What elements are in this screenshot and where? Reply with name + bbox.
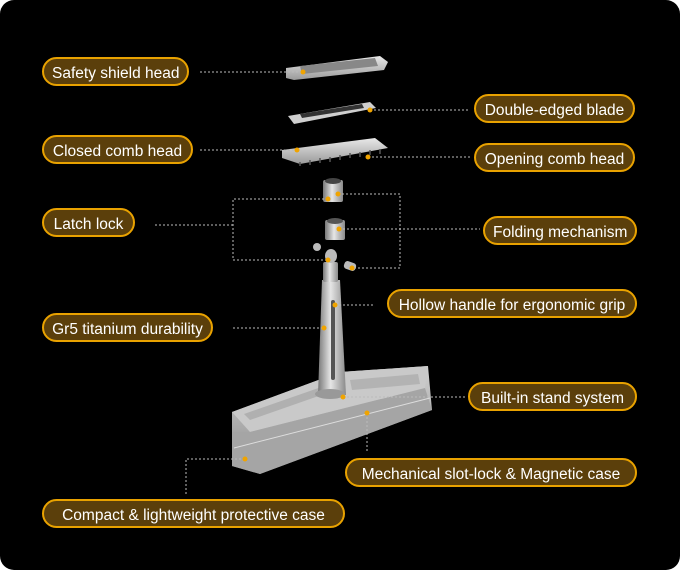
label-safety-shield-head: Safety shield head <box>42 57 189 86</box>
label-folding-mechanism: Folding mechanism <box>483 216 637 245</box>
label-closed-comb-head: Closed comb head <box>42 135 193 164</box>
label-latch-lock: Latch lock <box>42 208 135 237</box>
safety-shield-head-part <box>286 56 388 80</box>
leader-lines <box>155 71 480 495</box>
blade-part <box>288 102 376 124</box>
label-mechanical-slot-lock: Mechanical slot-lock & Magnetic case <box>345 458 637 487</box>
label-double-edged-blade: Double-edged blade <box>474 94 635 123</box>
pin-part <box>313 243 321 251</box>
label-hollow-handle: Hollow handle for ergonomic grip <box>387 289 637 318</box>
label-built-in-stand: Built-in stand system <box>468 382 637 411</box>
comb-head-part <box>282 138 388 166</box>
folding-mechanism-part <box>325 220 345 240</box>
label-compact-case: Compact & lightweight protective case <box>42 499 345 528</box>
label-opening-comb-head: Opening comb head <box>474 143 635 172</box>
label-gr5-titanium: Gr5 titanium durability <box>42 313 213 342</box>
screw-part <box>343 261 357 271</box>
marker-dots <box>242 69 373 462</box>
handle <box>315 249 346 399</box>
